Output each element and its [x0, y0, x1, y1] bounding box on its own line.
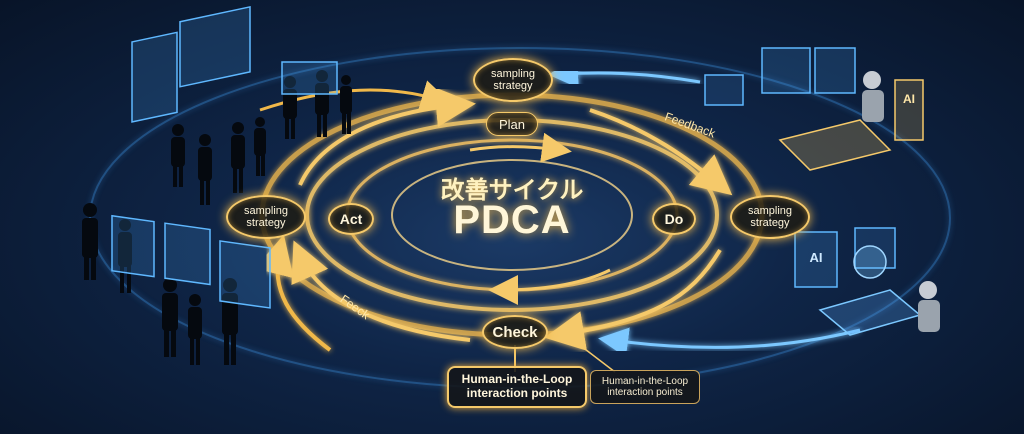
robot-body — [918, 300, 940, 332]
hitl-interaction-box-primary: Human-in-the-Loop interaction points — [447, 366, 587, 408]
dashboard-screen — [131, 31, 178, 123]
person-silhouette — [231, 122, 245, 193]
sampling-strategy-node-top: sampling strategy — [473, 58, 553, 102]
gold-arrow-do-to-check — [544, 248, 722, 351]
person-silhouette — [171, 124, 185, 187]
person-silhouette — [340, 75, 352, 134]
hologram-brain-icon — [853, 245, 887, 279]
dashboard-screen — [219, 240, 271, 309]
people-group-left — [82, 70, 352, 365]
console-screen — [761, 47, 811, 94]
ai-badge-bottom: AI — [809, 250, 823, 265]
robot-head — [919, 281, 937, 299]
ai-console-bottom — [794, 227, 940, 336]
ai-badge-top: AI — [903, 92, 915, 106]
person-silhouette — [82, 203, 98, 280]
sampling-strategy-node-left: sampling strategy — [226, 195, 306, 239]
ai-console-top — [704, 47, 924, 171]
gold-arrow-check-to-act — [291, 240, 471, 342]
robot-body — [862, 90, 884, 122]
dashboard-screen — [281, 61, 338, 95]
dashboard-screen — [179, 5, 251, 88]
dashboard-screen — [111, 214, 155, 278]
stage-act: Act — [328, 203, 374, 235]
center-title-jp: 改善サイクル — [440, 177, 584, 204]
center-title: PDCA — [453, 198, 571, 242]
dashboard-screens-left — [111, 5, 338, 309]
person-silhouette — [118, 219, 132, 293]
person-silhouette — [254, 117, 266, 176]
gold-arrow-plan-to-do — [589, 108, 733, 196]
stage-check: Check — [482, 315, 548, 349]
robot-head — [863, 71, 881, 89]
blue-arrow-top — [548, 58, 701, 89]
stage-do: Do — [652, 203, 696, 235]
stage-plan: Plan — [486, 112, 538, 136]
gold-arrow-inner-1 — [469, 132, 572, 163]
gold-ring-core — [391, 159, 633, 271]
console-screen — [794, 231, 838, 288]
hitl-interaction-box-secondary: Human-in-the-Loop interaction points — [590, 370, 700, 404]
console-screen — [704, 74, 744, 106]
person-silhouette — [188, 294, 202, 365]
dashboard-screen — [164, 222, 211, 286]
sampling-strategy-node-right: sampling strategy — [730, 195, 810, 239]
person-silhouette — [162, 278, 178, 357]
person-silhouette — [283, 76, 297, 139]
gold-arrow-inner-2 — [488, 268, 611, 305]
gold-arrow-outer-left — [254, 234, 332, 352]
ai-badge-panel — [894, 79, 924, 141]
person-silhouette — [315, 70, 329, 137]
blue-arrow-bottom — [598, 327, 861, 358]
console-base — [778, 119, 892, 171]
console-base — [818, 289, 922, 336]
hitl-connector-2 — [559, 329, 616, 373]
person-silhouette — [198, 134, 212, 205]
console-screen — [814, 47, 856, 94]
